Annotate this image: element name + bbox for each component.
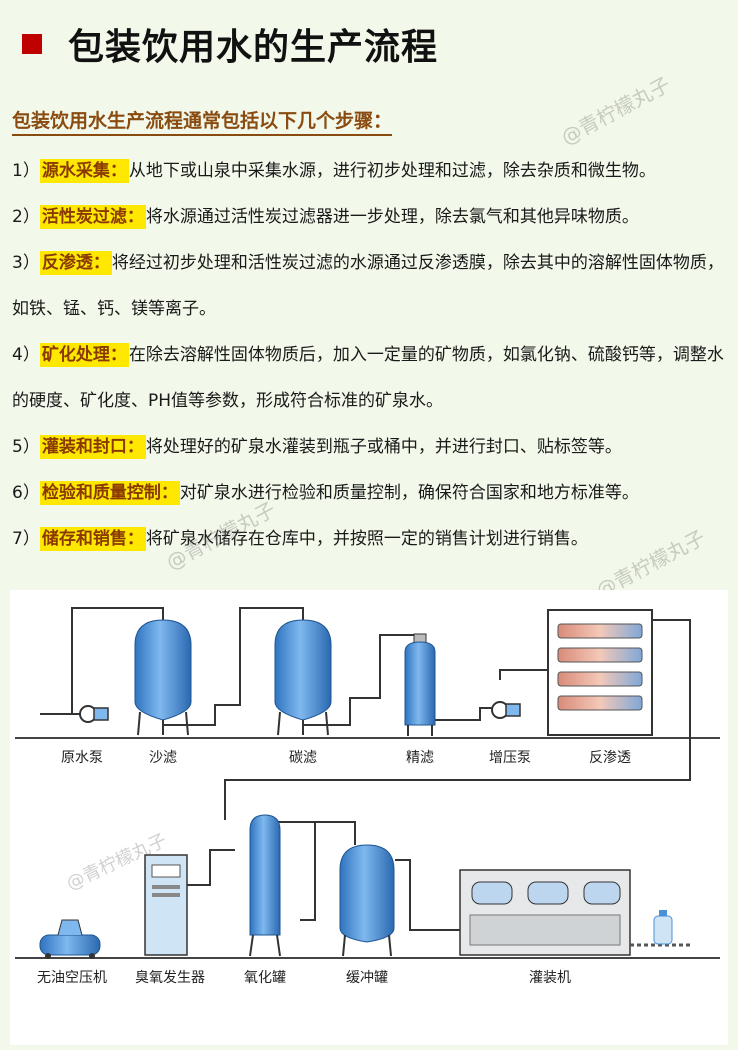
water-bottle-icon [653,910,673,945]
watermark: @青柠檬丸子 [557,72,675,150]
filling-machine-icon [459,869,690,956]
subtitle: 包装饮用水生产流程通常包括以下几个步骤： [12,106,393,136]
step-4: 4）矿化处理：在除去溶解性固体物质后，加入一定量的矿物质，如氯化钠、硫酸钙等，调… [12,332,728,424]
step-desc: 将水源通过活性炭过滤器进一步处理，除去氯气和其他异味物质。 [145,207,639,227]
step-name: 灌装和封口： [39,435,146,459]
reverse-osmosis-unit-icon [547,609,653,736]
process-diagram: 原水泵 沙滤 碳滤 精滤 增压泵 反渗透 [10,590,728,1045]
step-6: 6）检验和质量控制：对矿泉水进行检验和质量控制，确保符合国家和地方标准等。 [12,470,728,516]
step-desc: 将处理好的矿泉水灌装到瓶子或桶中，并进行封口、贴标签等。 [145,437,622,457]
step-1: 1）源水采集：从地下或山泉中采集水源，进行初步处理和过滤，除去杂质和微生物。 [12,148,728,194]
step-name: 检验和质量控制： [39,481,180,505]
step-name: 反渗透： [39,251,112,275]
label-precision-filter: 精滤 [406,750,434,766]
sand-filter-tank-icon [134,619,192,736]
step-name: 储存和销售： [39,527,146,551]
label-sand-filter: 沙滤 [149,750,177,766]
step-7: 7）储存和销售：将矿泉水储存在仓库中，并按照一定的销售计划进行销售。 [12,516,728,562]
label-oxidation-tank: 氧化罐 [244,970,286,986]
pipes-row1 [40,607,691,820]
pipes-row2 [185,821,460,931]
booster-pump-icon [491,701,521,719]
step-number: 5） [12,437,40,457]
step-number: 4） [12,345,40,365]
step-desc: 将经过初步处理和活性炭过滤的水源通过反渗透膜，除去其中的溶解性固体物质，如铁、锰… [12,253,724,319]
air-compressor-icon [39,919,101,959]
label-filling-machine: 灌装机 [529,970,571,986]
step-name: 活性炭过滤： [39,205,146,229]
label-ozone-generator: 臭氧发生器 [135,970,205,986]
precision-filter-icon [404,633,436,736]
carbon-filter-tank-icon [274,619,332,736]
step-desc: 在除去溶解性固体物质后，加入一定量的矿物质，如氯化钠、硫酸钙等，调整水的硬度、矿… [12,345,724,411]
step-number: 3） [12,253,40,273]
title-row: 包装饮用水的生产流程 [22,18,438,70]
step-number: 7） [12,529,40,549]
process-diagram-svg: 原水泵 沙滤 碳滤 精滤 增压泵 反渗透 [15,607,720,986]
label-air-compressor: 无油空压机 [37,970,107,986]
raw-water-pump-icon [79,705,109,723]
step-3: 3）反渗透：将经过初步处理和活性炭过滤的水源通过反渗透膜，除去其中的溶解性固体物… [12,240,728,332]
step-number: 6） [12,483,40,503]
step-name: 矿化处理： [39,343,129,367]
step-2: 2）活性炭过滤：将水源通过活性炭过滤器进一步处理，除去氯气和其他异味物质。 [12,194,728,240]
steps-list: 1）源水采集：从地下或山泉中采集水源，进行初步处理和过滤，除去杂质和微生物。 2… [12,148,728,562]
label-carbon-filter: 碳滤 [289,750,317,766]
step-number: 1） [12,161,40,181]
step-desc: 将矿泉水储存在仓库中，并按照一定的销售计划进行销售。 [145,529,588,549]
step-name: 源水采集： [39,159,129,183]
step-desc: 对矿泉水进行检验和质量控制，确保符合国家和地方标准等。 [179,483,639,503]
ozone-generator-icon [144,854,188,956]
step-desc: 从地下或山泉中采集水源，进行初步处理和过滤，除去杂质和微生物。 [128,161,656,181]
oxidation-tank-icon [249,814,281,957]
title-marker-icon [22,34,42,54]
label-booster-pump: 增压泵 [489,750,531,766]
label-reverse-osmosis: 反渗透 [589,750,631,766]
step-number: 2） [12,207,40,227]
label-raw-water-pump: 原水泵 [61,750,103,766]
page-title: 包装饮用水的生产流程 [68,27,439,68]
buffer-tank-icon [339,844,395,957]
step-5: 5）灌装和封口：将处理好的矿泉水灌装到瓶子或桶中，并进行封口、贴标签等。 [12,424,728,470]
label-buffer-tank: 缓冲罐 [346,970,388,986]
